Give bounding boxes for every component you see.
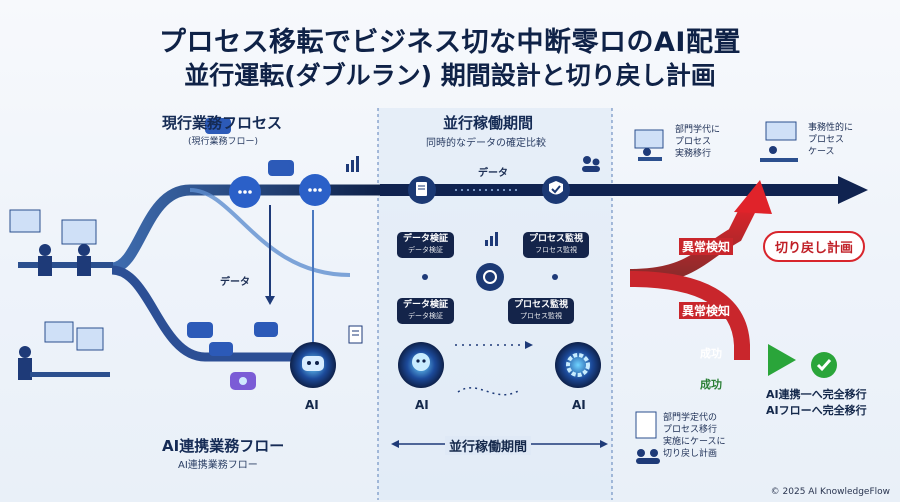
person-desk-icon [634, 129, 664, 161]
team-meeting-icon [9, 209, 113, 276]
ai-label-2: AI [415, 398, 429, 412]
data-label-top: データ [478, 168, 508, 179]
current-process-sub: (現行業務フロー) [188, 137, 259, 147]
current-process-label: 現行業務フロセス [162, 114, 283, 132]
title-line-1: プロセス移転でビジネス切な中断零ロのAI配置 [159, 27, 741, 58]
chip-data-verification-upper: データ検証データ検証 [397, 232, 455, 258]
ai-flow-label: AI連携業務フロー [162, 437, 285, 455]
parallel-period-sub: 同時的なデータの確定比較 [426, 138, 546, 149]
ai-flow-sub: AI連携業務フロー [178, 460, 258, 471]
chat-node-icon [229, 174, 331, 208]
success-label-upper: 成功 [700, 347, 722, 360]
rollback-arrow-lower [629, 271, 750, 360]
ai-gear-icon [555, 342, 601, 388]
rollback-plan-pill: 切り戻し計画 [763, 231, 866, 262]
ai-label-1: AI [305, 398, 319, 412]
parallel-period-label: 並行稼働期間 [443, 114, 534, 132]
bar-chart-icon [346, 156, 498, 246]
anomaly-label-upper: 異常検知 [679, 238, 734, 255]
person-desk-icon [18, 321, 110, 380]
document-icon [348, 325, 363, 344]
presentation-icon [760, 121, 798, 162]
ai-label-3: AI [572, 398, 586, 412]
robot-icon [290, 342, 336, 388]
check-circle-icon [811, 352, 837, 378]
chat-bubble-icon [187, 118, 294, 356]
success-label-lower: 成功 [700, 378, 722, 391]
title-line-2: 並行運転(ダブルラン) 期間設計と切り戻し計画 [184, 61, 716, 90]
note-rollback-plan: 部門学定代のプロセス移行実施にケースに切り戻し計画 [663, 413, 726, 459]
parallel-period-bottom-label: 並行稼働期間 [445, 436, 532, 455]
documents-people-icon [635, 411, 660, 464]
chat-glow-icon [230, 372, 256, 390]
note-office-process: 事務性的にプロセスケース [808, 123, 854, 157]
copyright: © 2025 AI KnowledgeFlow [770, 487, 890, 497]
data-label-left: データ [220, 277, 250, 288]
shield-check-icon [542, 176, 570, 204]
chip-data-verification-lower: データ検証データ検証 [397, 298, 455, 324]
chip-process-monitor-upper: プロセス監視フロセス監視 [523, 232, 590, 258]
chip-process-monitor-lower: プロセス監視プロセス監視 [508, 298, 575, 324]
result-line-1: AI連携一へ完全移行 [766, 388, 867, 401]
document-check-icon [408, 176, 436, 204]
process-gear-icon [476, 263, 504, 291]
anomaly-label-lower: 異常検知 [679, 302, 734, 319]
ai-brain-icon [398, 342, 444, 388]
team-icon [582, 156, 600, 172]
result-line-2: AIフローへ完全移行 [766, 404, 867, 417]
note-department-transfer: 部門学代にプロセス実務移行 [675, 125, 721, 159]
